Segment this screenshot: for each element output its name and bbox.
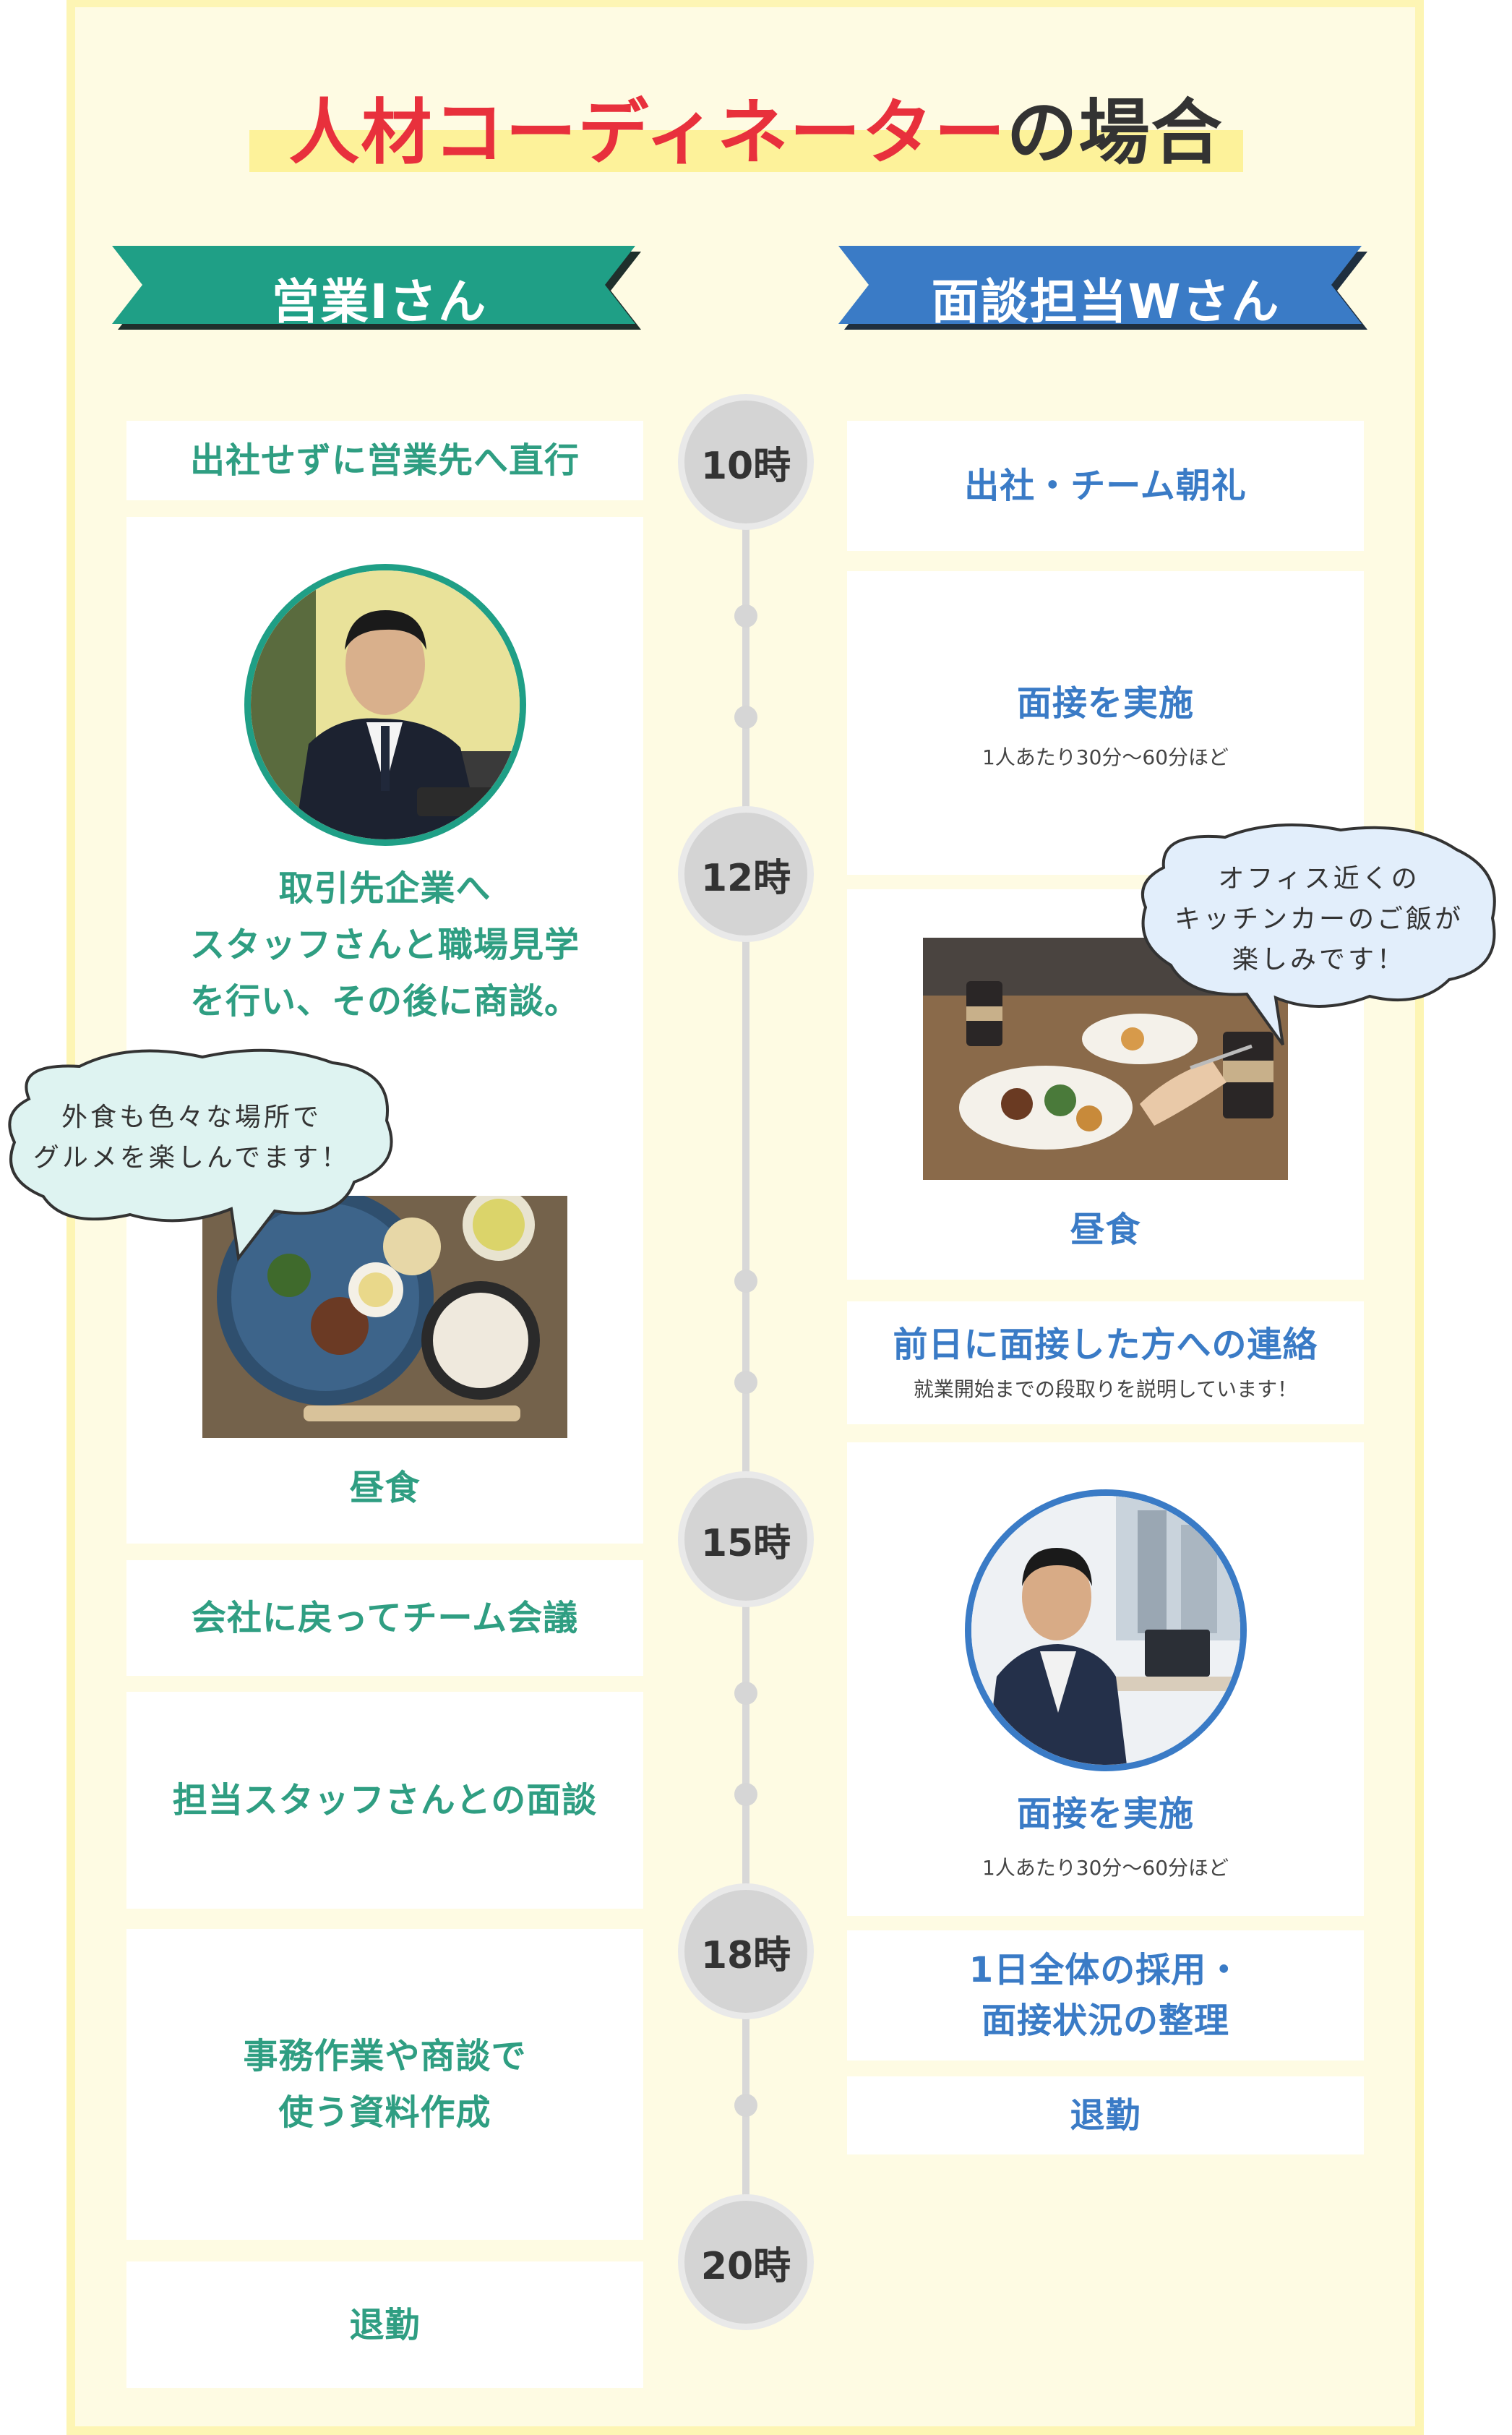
timeline-dot bbox=[734, 1371, 757, 1394]
man-in-suit-photo bbox=[250, 570, 520, 839]
bubble-line: 楽しみです！ bbox=[1232, 945, 1406, 975]
right-schedule-item: 退勤 bbox=[847, 2076, 1364, 2154]
hour-marker: 20時 bbox=[678, 2194, 814, 2330]
item-text-line: スタッフさんと職場見学 bbox=[189, 925, 580, 965]
item-text: 担当スタッフさんとの面談 bbox=[172, 1780, 598, 1820]
right-schedule-item: 1日全体の採用・ 面接状況の整理 bbox=[847, 1930, 1364, 2060]
lunch-plate-photo bbox=[202, 1196, 567, 1438]
title-highlight bbox=[249, 130, 1243, 172]
hour-marker: 12時 bbox=[678, 806, 814, 942]
item-text: 退勤 bbox=[1070, 2095, 1141, 2136]
staff-photo bbox=[964, 1489, 1247, 1771]
page-title: 人材コーディネーターの場合 bbox=[0, 75, 1512, 178]
lunch-photo bbox=[923, 938, 1288, 1180]
item-text-line: 事務作業や商談で bbox=[243, 2036, 527, 2076]
item-text: 出社せずに営業先へ直行 bbox=[189, 440, 580, 481]
timeline-dot bbox=[734, 2094, 757, 2117]
item-text-line: 使う資料作成 bbox=[278, 2092, 491, 2133]
speech-bubble-icon bbox=[1141, 823, 1496, 1046]
bubble-line: キッチンカーのご飯が bbox=[1174, 904, 1464, 934]
bubble-line: 外食も色々な場所で bbox=[61, 1103, 322, 1132]
left-speech-bubble: 外食も色々な場所で グルメを楽しんでます！ bbox=[0, 1041, 405, 1272]
item-text: 面接を実施 bbox=[1016, 1794, 1194, 1834]
item-caption: 昼食 bbox=[1070, 1210, 1141, 1250]
speech-bubble-icon bbox=[8, 1048, 393, 1262]
timeline-dot bbox=[734, 1682, 757, 1705]
left-schedule-item: 担当スタッフさんとの面談 bbox=[126, 1692, 643, 1909]
timeline-dot bbox=[734, 706, 757, 729]
left-schedule-item: 取引先企業へ スタッフさんと職場見学 を行い、その後に商談。 昼食 bbox=[126, 517, 643, 1544]
hour-marker: 10時 bbox=[678, 394, 814, 530]
item-text: 出社・チーム朝礼 bbox=[964, 466, 1247, 506]
left-schedule-item: 事務作業や商談で 使う資料作成 bbox=[126, 1929, 643, 2240]
right-schedule-item: 面接を実施 1人あたり30分〜60分ほど bbox=[847, 1442, 1364, 1916]
left-schedule-item: 退勤 bbox=[126, 2261, 643, 2388]
lunch-photo bbox=[202, 1196, 567, 1438]
bubble-line: オフィス近くの bbox=[1218, 864, 1420, 894]
timeline-line bbox=[742, 463, 749, 2227]
hour-marker: 18時 bbox=[678, 1883, 814, 2019]
lunch-boxes-photo bbox=[923, 938, 1288, 1180]
item-text: 前日に面接した方への連絡 bbox=[893, 1325, 1318, 1365]
left-schedule-item: 会社に戻ってチーム会議 bbox=[126, 1560, 643, 1676]
right-speech-bubble: オフィス近くの キッチンカーのご飯が 楽しみです！ bbox=[1131, 817, 1507, 1056]
item-subtext: 1人あたり30分〜60分ほど bbox=[981, 745, 1229, 769]
item-text-line: 1日全体の採用・ bbox=[968, 1950, 1242, 1990]
bubble-line: グルメを楽しんでます！ bbox=[33, 1143, 351, 1173]
item-text-line: を行い、その後に商談。 bbox=[189, 981, 580, 1022]
right-header-label: 面談担当Wさん bbox=[931, 274, 1281, 330]
right-schedule-item: 出社・チーム朝礼 bbox=[847, 421, 1364, 551]
title-accent: 人材コーディネーター bbox=[288, 92, 1007, 174]
timeline-dot bbox=[734, 604, 757, 628]
timeline-dot bbox=[734, 1270, 757, 1293]
timeline-dot bbox=[734, 1783, 757, 1806]
item-text: 退勤 bbox=[349, 2304, 421, 2345]
right-schedule-item: 前日に面接した方への連絡 就業開始までの段取りを説明しています！ bbox=[847, 1301, 1364, 1424]
banner-ribbon-icon bbox=[112, 246, 641, 330]
banner-ribbon-icon bbox=[838, 246, 1367, 330]
staff-photo bbox=[244, 564, 526, 846]
hour-marker: 15時 bbox=[678, 1471, 814, 1607]
item-text-line: 取引先企業へ bbox=[278, 868, 491, 909]
item-text: 面接を実施 bbox=[1016, 683, 1194, 724]
right-header-banner: 面談担当Wさん bbox=[838, 246, 1373, 336]
left-header-label: 営業Iさん bbox=[271, 274, 488, 330]
left-header-banner: 営業Iさん bbox=[112, 246, 647, 336]
item-text-line: 面接状況の整理 bbox=[981, 2000, 1229, 2041]
left-schedule-item: 出社せずに営業先へ直行 bbox=[126, 421, 643, 500]
item-caption: 昼食 bbox=[349, 1468, 421, 1508]
item-subtext: 就業開始までの段取りを説明しています！ bbox=[913, 1377, 1298, 1401]
title-rest: の場合 bbox=[1006, 92, 1224, 174]
man-at-office-photo bbox=[971, 1496, 1240, 1765]
item-text: 会社に戻ってチーム会議 bbox=[191, 1598, 579, 1638]
item-subtext: 1人あたり30分〜60分ほど bbox=[981, 1856, 1229, 1880]
